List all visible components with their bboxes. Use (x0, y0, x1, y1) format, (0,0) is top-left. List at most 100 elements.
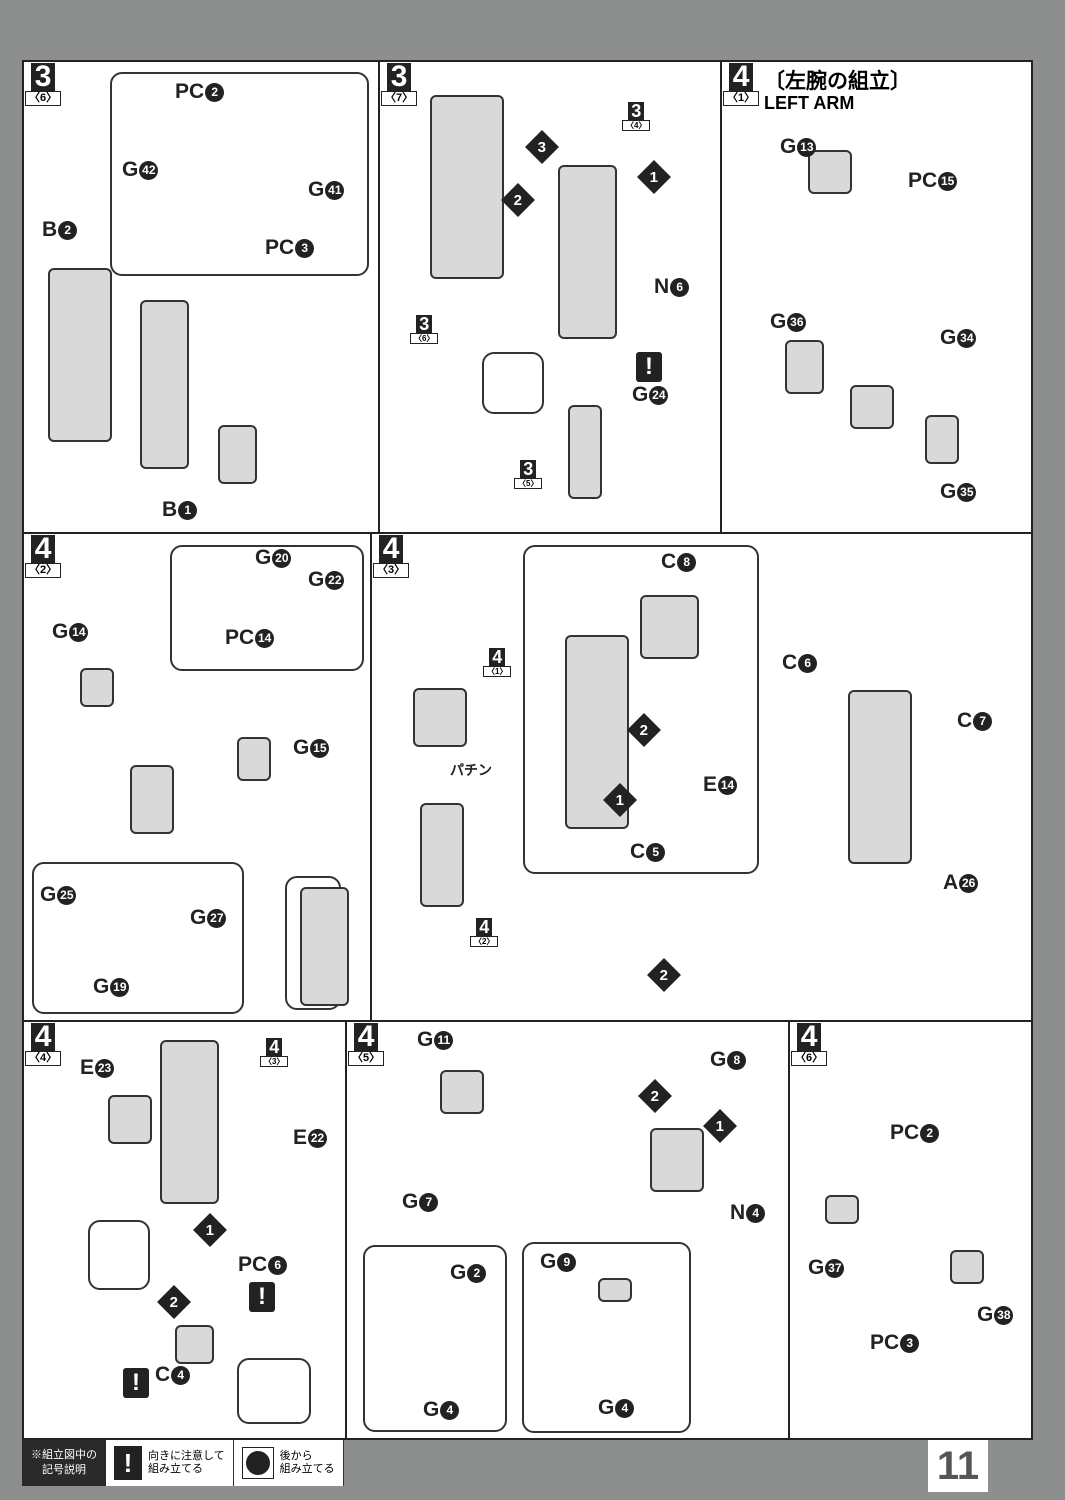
order-number: 1 (649, 168, 659, 186)
part-runner: PC (870, 1331, 900, 1354)
part-runner: G (977, 1303, 994, 1326)
part-drawing (785, 340, 824, 394)
part-runner: PC (225, 626, 255, 649)
order-number: 2 (513, 191, 523, 209)
part-runner: G (940, 480, 957, 503)
part-number: 2 (58, 220, 78, 240)
part-number: 14 (255, 628, 275, 648)
step-sub: 〈1〉 (723, 91, 760, 106)
step-main: 4 (30, 1022, 56, 1052)
part-drawing (430, 95, 504, 279)
ref-main: 4 (489, 648, 506, 666)
part-number: 27 (207, 908, 227, 928)
detail-callout (482, 352, 544, 414)
part-runner: B (162, 498, 178, 521)
step-main: 3 (30, 62, 56, 92)
part-runner: G (940, 326, 957, 349)
part-number: 2 (205, 82, 225, 102)
ref-sub: 〈6〉 (410, 333, 439, 344)
step-sub: 〈4〉 (25, 1051, 62, 1066)
step-main: 3 (386, 62, 412, 92)
part-runner: G (632, 383, 649, 406)
part-runner: G (293, 736, 310, 759)
part-number: 7 (973, 711, 993, 731)
legend-orientation-text: 向きに注意して 組み立てる (148, 1450, 225, 1475)
legend-heading-text: ※組立図中の 記号説明 (31, 1449, 97, 1476)
part-number: 2 (467, 1263, 487, 1283)
part-drawing (108, 1095, 152, 1144)
step-main: 4 (353, 1022, 379, 1052)
detail-callout (237, 1358, 311, 1424)
step-sub: 〈2〉 (25, 563, 62, 578)
step-sub: 〈6〉 (791, 1051, 828, 1066)
part-drawing (420, 803, 464, 907)
order-number: 1 (715, 1117, 725, 1135)
part-runner: E (293, 1126, 308, 1149)
part-number: 11 (434, 1030, 454, 1050)
ref-sub: 〈4〉 (622, 120, 651, 131)
part-drawing (440, 1070, 484, 1114)
symbol-legend: ※組立図中の 記号説明 !向きに注意して 組み立てる 後から 組み立てる (22, 1440, 344, 1486)
part-drawing (413, 688, 467, 747)
part-runner: N (654, 275, 670, 298)
order-number: 2 (639, 721, 649, 739)
part-number: 15 (938, 171, 958, 191)
part-runner: N (730, 1201, 746, 1224)
part-runner: G (255, 546, 272, 569)
ref-sub: 〈1〉 (483, 666, 512, 677)
part-runner: G (402, 1190, 419, 1213)
step-reference: 3〈4〉 (622, 102, 651, 131)
part-drawing (218, 425, 257, 484)
ref-main: 3 (628, 102, 645, 120)
part-number: 8 (677, 552, 697, 572)
step-main: 4 (728, 62, 754, 92)
part-runner: PC (175, 80, 205, 103)
step-reference: 4〈1〉 (483, 648, 512, 677)
step-number: 4〈1〉 (723, 62, 760, 106)
part-number: 36 (787, 312, 807, 332)
part-number: 20 (272, 548, 292, 568)
part-number: 24 (649, 385, 669, 405)
legend-orientation: !向きに注意して 組み立てる (106, 1440, 234, 1486)
part-drawing (640, 595, 699, 659)
step-number: 4〈6〉 (791, 1022, 828, 1066)
part-runner: G (423, 1398, 440, 1421)
assemble-later-icon (241, 1447, 274, 1479)
part-number: 35 (957, 482, 977, 502)
step-number: 4〈4〉 (25, 1022, 62, 1066)
detail-callout (88, 1220, 150, 1290)
part-number: 38 (994, 1305, 1014, 1325)
order-number: 1 (205, 1221, 215, 1239)
part-number: 6 (268, 1255, 288, 1275)
part-number: 25 (57, 885, 77, 905)
part-drawing (48, 268, 112, 442)
part-number: 22 (325, 570, 345, 590)
step-number: 3〈6〉 (25, 62, 62, 106)
legend-assemble-later-text: 後から 組み立てる (279, 1450, 335, 1475)
order-number: 2 (659, 966, 669, 984)
part-runner: E (703, 773, 718, 796)
part-runner: G (450, 1261, 467, 1284)
